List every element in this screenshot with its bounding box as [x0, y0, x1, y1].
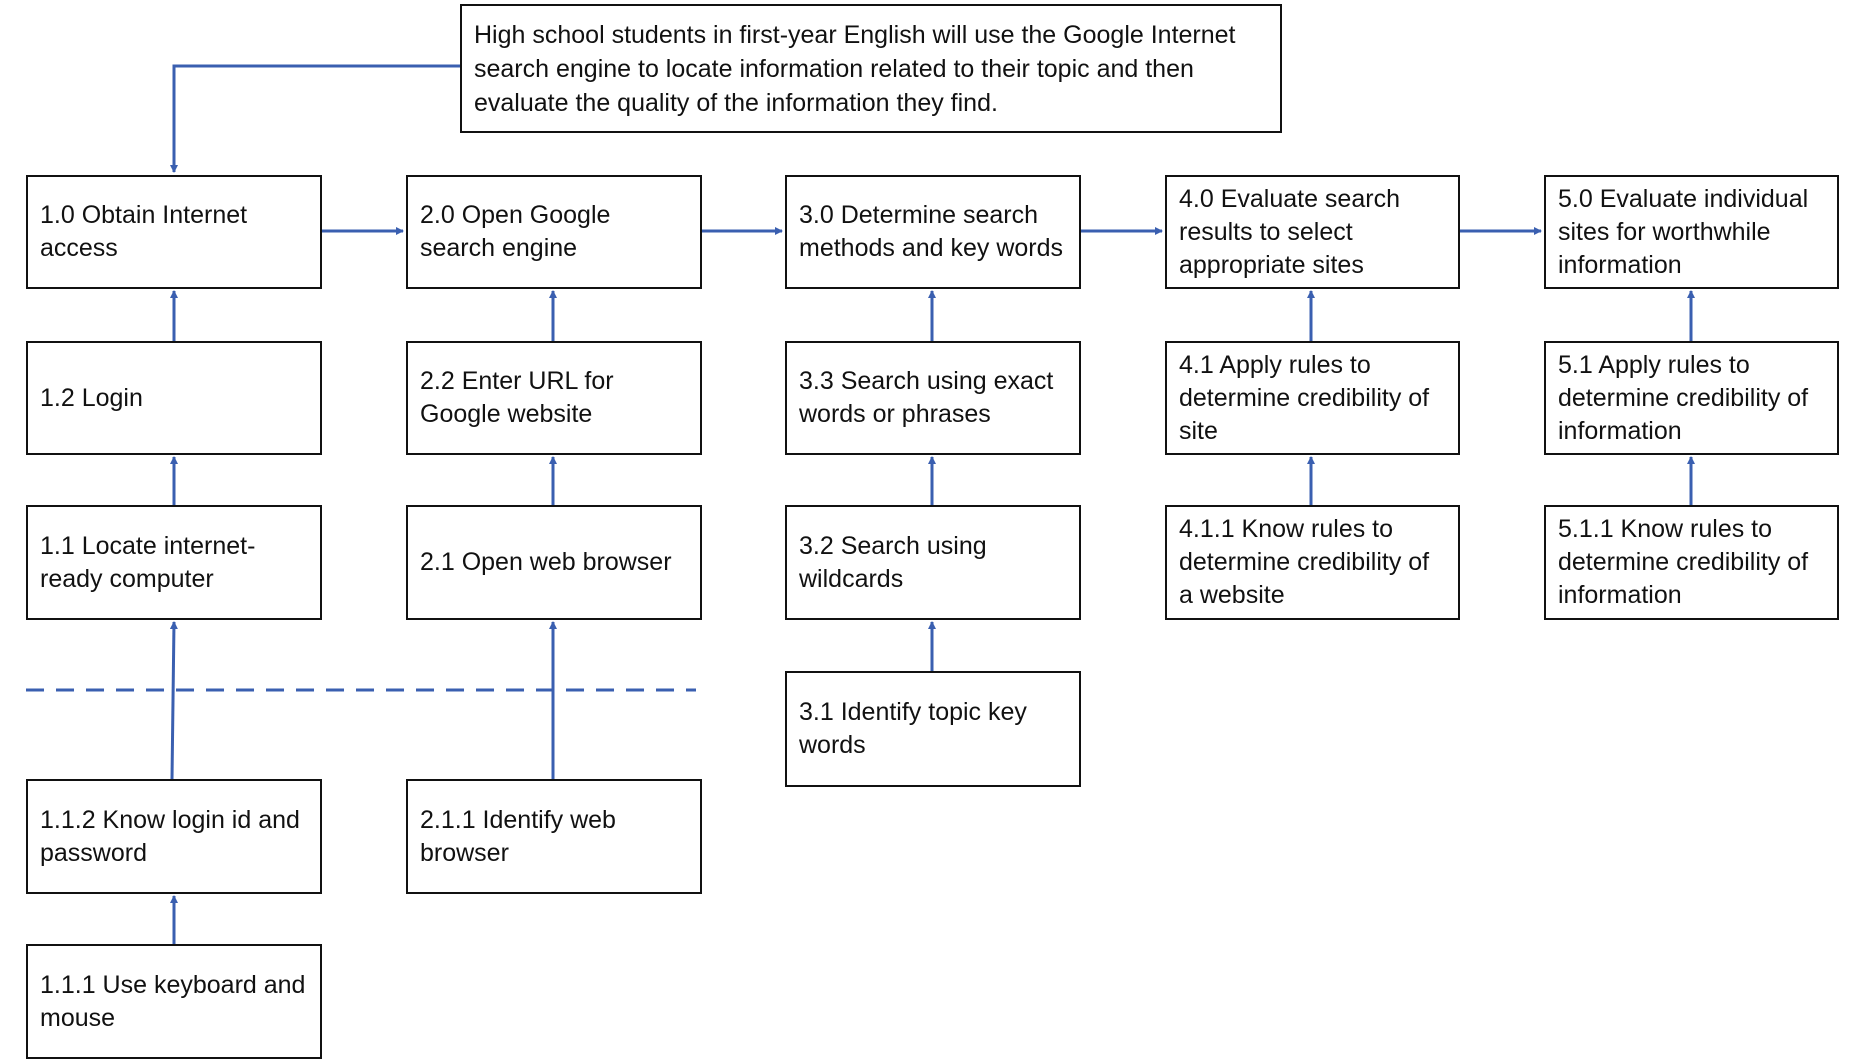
box-2-2: 2.2 Enter URL for Google website: [406, 341, 702, 455]
box-1-2: 1.2 Login: [26, 341, 322, 455]
box-3-0: 3.0 Determine search methods and key wor…: [785, 175, 1081, 289]
box-4-0: 4.0 Evaluate search results to select ap…: [1165, 175, 1460, 289]
box-1-1-2: 1.1.2 Know login id and password: [26, 779, 322, 894]
goal-connector: [170, 64, 460, 173]
box-3-3: 3.3 Search using exact words or phrases: [785, 341, 1081, 455]
box-5-0: 5.0 Evaluate individual sites for worthw…: [1544, 175, 1839, 289]
instructional-goal-box: High school students in first-year Engli…: [460, 4, 1282, 133]
box-1-1: 1.1 Locate internet-ready computer: [26, 505, 322, 620]
box-4-1-1: 4.1.1 Know rules to determine credibilit…: [1165, 505, 1460, 620]
box-5-1-1: 5.1.1 Know rules to determine credibilit…: [1544, 505, 1839, 620]
box-5-1: 5.1 Apply rules to determine credibility…: [1544, 341, 1839, 455]
box-2-1-1: 2.1.1 Identify web browser: [406, 779, 702, 894]
arrow-1-1-2-to-1-1: [169, 621, 178, 780]
box-2-0: 2.0 Open Google search engine: [406, 175, 702, 289]
box-1-0: 1.0 Obtain Internet access: [26, 175, 322, 289]
box-1-1-1: 1.1.1 Use keyboard and mouse: [26, 944, 322, 1059]
box-2-1: 2.1 Open web browser: [406, 505, 702, 620]
box-4-1: 4.1 Apply rules to determine credibility…: [1165, 341, 1460, 455]
box-3-1: 3.1 Identify topic key words: [785, 671, 1081, 787]
box-3-2: 3.2 Search using wildcards: [785, 505, 1081, 620]
